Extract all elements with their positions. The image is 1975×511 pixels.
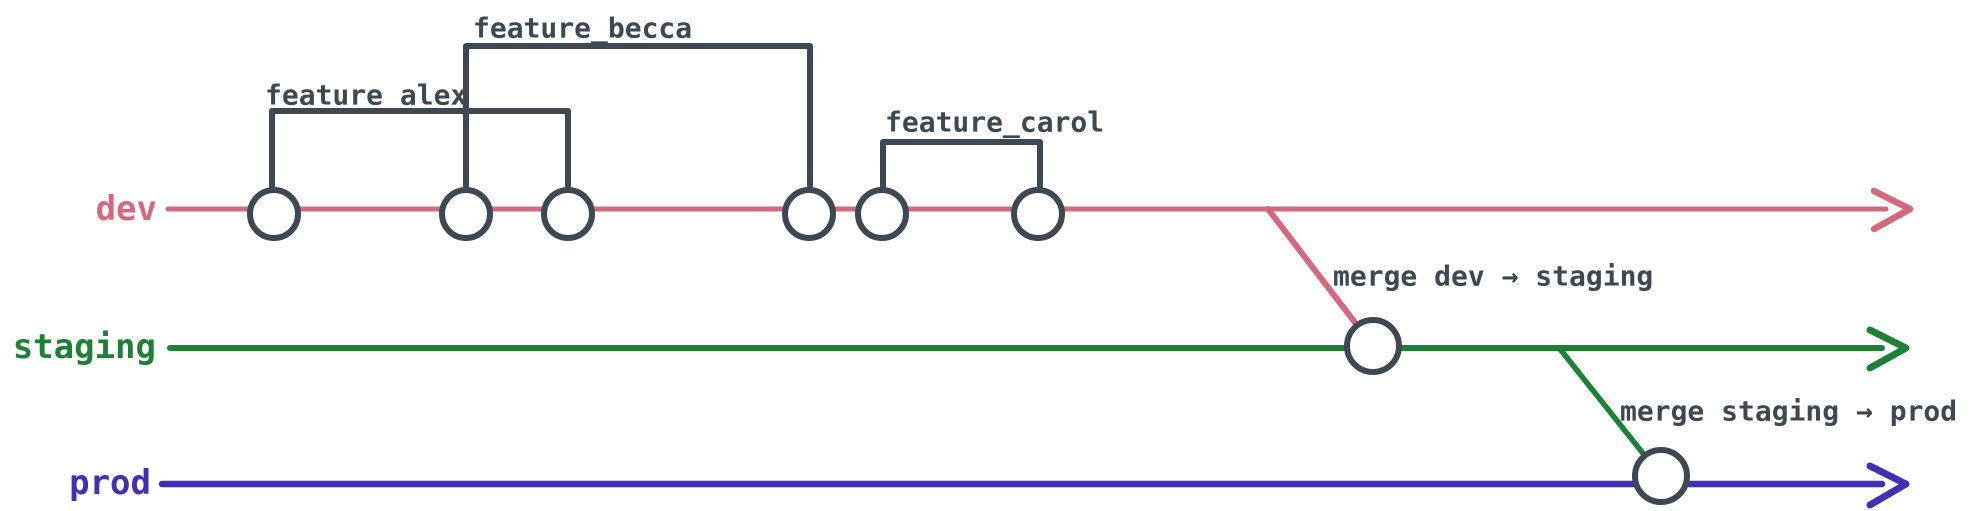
prod-branch-arrowhead-icon — [1866, 462, 1910, 509]
staging-branch-arrowhead-icon — [1866, 326, 1910, 372]
merge-dev-to-staging-label: merge dev → staging — [1333, 260, 1653, 293]
commit-node-dev-5 — [855, 187, 909, 241]
merge-commit-node-prod — [1632, 447, 1690, 505]
commit-node-dev-1 — [247, 187, 301, 241]
dev-commit-nodes — [247, 187, 1065, 241]
merge-staging-to-prod-label: merge staging → prod — [1620, 395, 1957, 428]
feature-alex-label: feature_alex — [265, 79, 467, 112]
staging-branch-lane — [167, 326, 1910, 372]
commit-node-dev-4 — [782, 187, 836, 241]
commit-node-dev-3 — [541, 187, 595, 241]
staging-branch-label: staging — [13, 327, 156, 367]
feature-carol-label: feature_carol — [885, 106, 1104, 139]
prod-branch-label: prod — [69, 463, 151, 503]
dev-branch-arrowhead-icon — [1870, 187, 1914, 233]
prod-branch-lane — [158, 462, 1910, 509]
merge-commit-node-staging — [1344, 317, 1402, 375]
feature-carol-bracket — [880, 139, 1043, 195]
feature-becca-label: feature_becca — [473, 12, 692, 45]
commit-node-dev-2 — [439, 187, 493, 241]
dev-branch-label: dev — [96, 189, 157, 229]
feature-becca-bracket — [463, 43, 813, 195]
commit-node-dev-6 — [1011, 187, 1065, 241]
feature-alex-bracket — [269, 108, 571, 195]
